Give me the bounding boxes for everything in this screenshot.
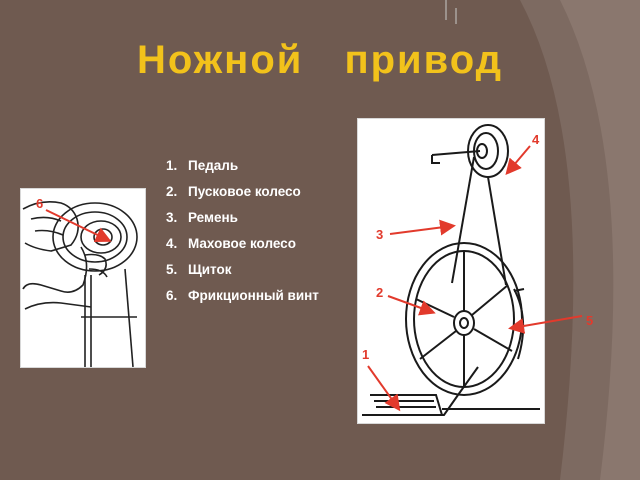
arrow-4: [505, 145, 531, 176]
legend-item-number: 1.: [166, 158, 178, 173]
legend-item-label: Щиток: [188, 262, 232, 277]
legend-item-label: Пусковое колесо: [188, 184, 301, 199]
callout-4: 4: [532, 132, 540, 147]
legend-item-number: 5.: [166, 262, 178, 277]
legend-item-label: Фрикционный винт: [188, 288, 319, 303]
callout-3: 3: [376, 227, 384, 242]
arrow-2: [387, 295, 436, 316]
legend-item: 3. Ремень: [166, 210, 319, 229]
arrow-6: [45, 209, 112, 242]
legend-item: 6. Фрикционный винт: [166, 288, 319, 307]
legend-item-number: 3.: [166, 210, 178, 225]
slide-title: Ножной привод: [137, 38, 503, 82]
legend-item: 2. Пусковое колесо: [166, 184, 319, 203]
legend-item-number: 6.: [166, 288, 178, 303]
legend-item-label: Педаль: [188, 158, 239, 173]
legend-item-number: 4.: [166, 236, 178, 251]
callout-5: 5: [586, 313, 594, 328]
arrow-1: [367, 365, 401, 412]
arrow-3: [389, 219, 456, 236]
callout-1: 1: [362, 347, 370, 362]
legend-item: 5. Щиток: [166, 262, 319, 281]
legend-item-label: Ремень: [188, 210, 238, 225]
legend-item: 4. Маховое колесо: [166, 236, 319, 255]
parts-legend: 1. Педаль 2. Пусковое колесо 3. Ремень 4. Ма…: [166, 158, 319, 314]
legend-item-label: Маховое колесо: [188, 236, 296, 251]
callout-6: 6: [36, 196, 44, 211]
friction-screw-illustration: [20, 188, 146, 368]
legend-item-number: 2.: [166, 184, 178, 199]
legend-item: 1. Педаль: [166, 158, 319, 177]
callout-2: 2: [376, 285, 384, 300]
arrow-5: [508, 315, 583, 334]
